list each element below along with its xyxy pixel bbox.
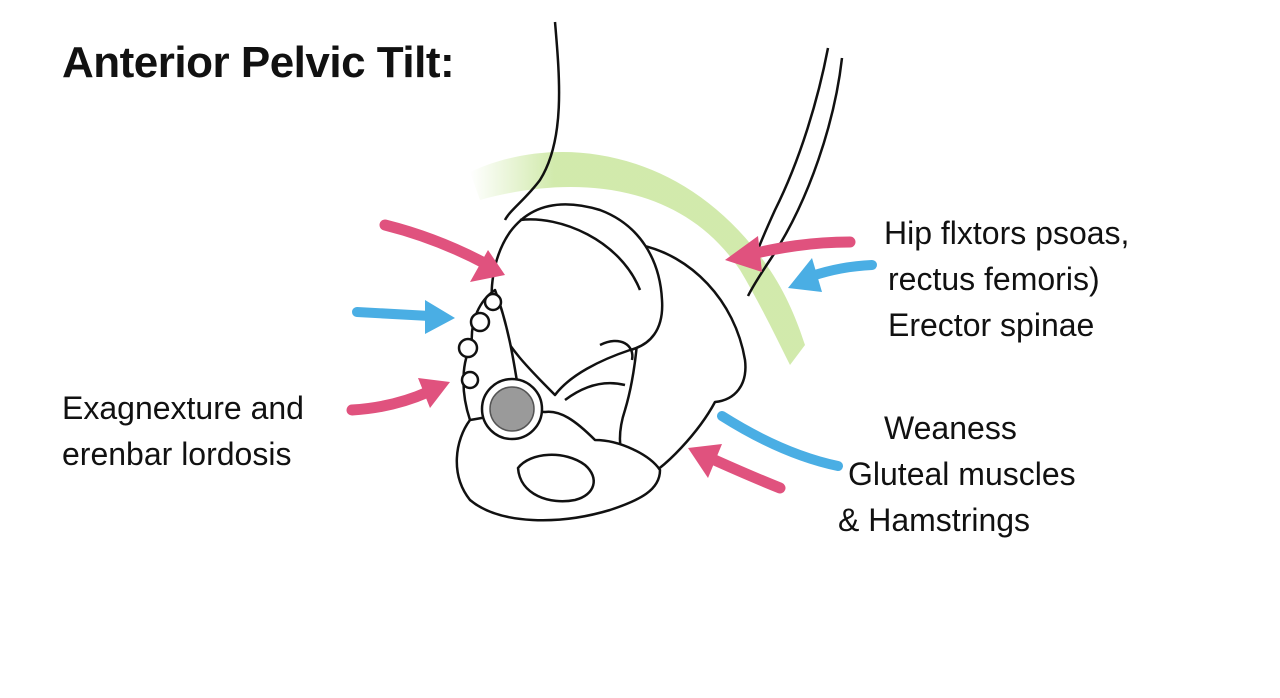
tight-muscle-arrow-upper-left: [379, 219, 505, 282]
pelvis-bone: [455, 203, 747, 522]
label-line: rectus femoris): [888, 261, 1100, 297]
label-line: erenbar lordosis: [62, 436, 292, 472]
front-contour-line-inner: [753, 47, 830, 259]
tight-muscle-arrow-lower-right: [688, 444, 786, 494]
label-line: Hip flxtors psoas,: [884, 215, 1130, 251]
label-lordosis: Exagnexture and erenbar lordosis: [62, 385, 304, 477]
front-contour-line-outer: [746, 57, 844, 297]
tight-muscle-arrow-upper-right: [725, 236, 856, 272]
label-line: Weaness: [884, 410, 1017, 446]
label-line: Gluteal muscles: [848, 456, 1076, 492]
tight-muscle-arrow-lower-left: [346, 378, 450, 416]
label-weak-muscles: Weaness Gluteal muscles & Hamstrings: [838, 405, 1076, 543]
label-tight-muscles: Hip flxtors psoas, rectus femoris) Erect…: [884, 210, 1129, 348]
femoral-head: [489, 386, 535, 432]
weak-muscle-arrow-right: [788, 258, 877, 292]
label-line: & Hamstrings: [838, 502, 1031, 538]
label-line: Erector spinae: [888, 307, 1095, 343]
back-contour-line: [503, 21, 561, 221]
weak-muscle-arrow-left: [352, 300, 455, 334]
weak-muscle-arrow-lower-right: [717, 411, 843, 471]
label-line: Exagnexture and: [62, 390, 304, 426]
diagram-title: Anterior Pelvic Tilt:: [62, 38, 455, 87]
